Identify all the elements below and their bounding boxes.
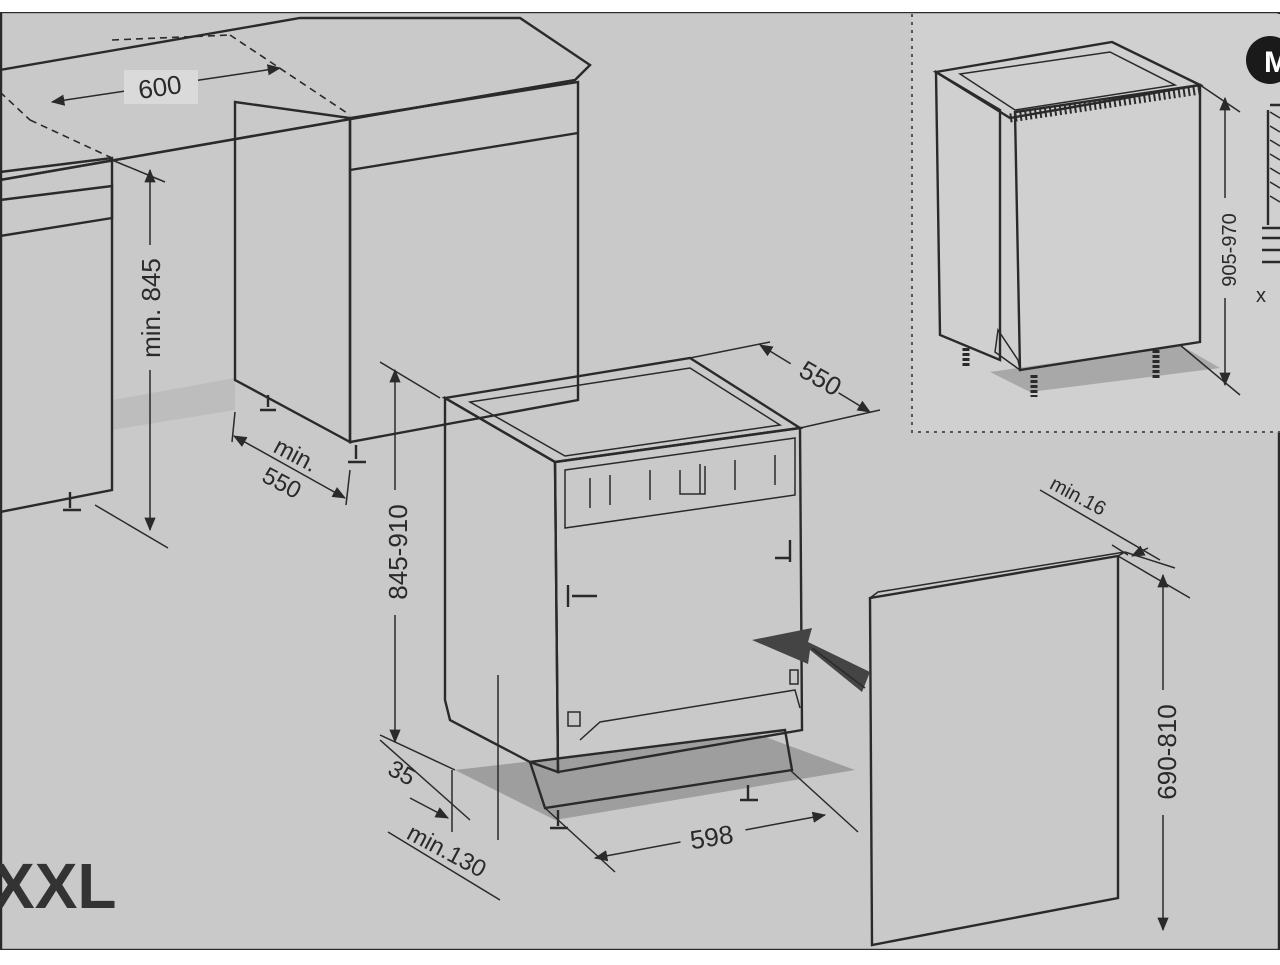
dim-bg-550	[783, 348, 849, 404]
inset-control-strip	[1009, 85, 1201, 123]
dim-line-min-550	[233, 435, 346, 499]
dim-ext-35	[379, 739, 471, 821]
mount-arrow-icon	[752, 628, 870, 692]
inset-badge	[1246, 36, 1280, 84]
inset-dim-bg	[1214, 198, 1240, 298]
dishwasher-plinth	[528, 728, 794, 810]
countertop	[0, 16, 592, 182]
left-cabinet-front	[0, 156, 114, 514]
dim-label-690-810: 690-810	[1152, 704, 1182, 799]
dim-bg-690-810	[1150, 690, 1180, 815]
left-cabinet-foot	[63, 492, 81, 512]
dim-label-845-910: 845-910	[383, 504, 413, 599]
dim-ext-min-845	[94, 159, 169, 549]
dim-label-598: 598	[688, 819, 736, 855]
inset-dim-ext	[1179, 84, 1241, 396]
dishwasher-strip-bracket	[679, 466, 706, 495]
inset-tall-niche: 905-970 M x	[911, 14, 1280, 433]
dishwasher-strip-slots	[589, 455, 776, 508]
dishwasher-door-fixings	[566, 540, 792, 607]
dim-ext-16b	[1117, 551, 1191, 599]
inset-badge-letter: M	[1264, 46, 1280, 79]
dim-bg-598	[677, 815, 749, 857]
dim-ext-845-910	[379, 361, 456, 771]
kitchen-cabinets	[0, 16, 592, 514]
left-cabinet-drawer	[0, 184, 114, 238]
dishwasher-control-strip	[564, 437, 796, 529]
dim-label-600: 600	[136, 69, 183, 105]
inset-dim-label-905-970: 905-970	[1219, 213, 1241, 286]
right-cabinet-drawer-line	[349, 131, 579, 172]
dishwasher-floor-shadow	[455, 735, 855, 820]
inset-appliance-front	[1013, 83, 1202, 372]
dim-bg-600	[124, 70, 198, 104]
dim-line-35	[409, 797, 449, 819]
inset-screw-foot-icon	[1262, 103, 1280, 264]
door-panel-face	[868, 554, 1120, 947]
inset-feet	[962, 348, 1160, 397]
dim-label-min-845: min. 845	[136, 258, 166, 358]
niche-dashed-outline	[0, 34, 351, 159]
right-cabinet-feet	[260, 395, 366, 464]
inset-plinth	[994, 327, 1022, 372]
dim-bg-min-845	[136, 245, 166, 370]
dim-ext-min-550	[231, 411, 351, 506]
dishwasher-front	[553, 426, 804, 774]
inset-multiplier: x	[1256, 285, 1266, 307]
inset-floor-shadow	[990, 345, 1220, 392]
wall-plinth	[112, 378, 235, 430]
mount-arrow-shaft	[811, 647, 866, 689]
inset-appliance-top-inner	[957, 51, 1178, 111]
dim-ext-598	[544, 769, 859, 873]
dim-ext-550	[689, 341, 881, 429]
dim-ext-130-base	[387, 831, 501, 901]
inset-screw-thread	[1269, 111, 1280, 203]
inset-dotted-border	[911, 14, 1280, 433]
dim-ext-130	[451, 675, 499, 840]
model-label: XXL	[0, 850, 116, 922]
dim-bg-845-910	[383, 490, 413, 615]
right-cabinet-front	[348, 80, 580, 444]
dishwasher-door-bottom-line	[579, 689, 801, 741]
dishwasher-top-inner	[467, 367, 783, 457]
dishwasher-feet	[550, 785, 758, 830]
dishwasher-lower-fixings	[567, 669, 799, 727]
